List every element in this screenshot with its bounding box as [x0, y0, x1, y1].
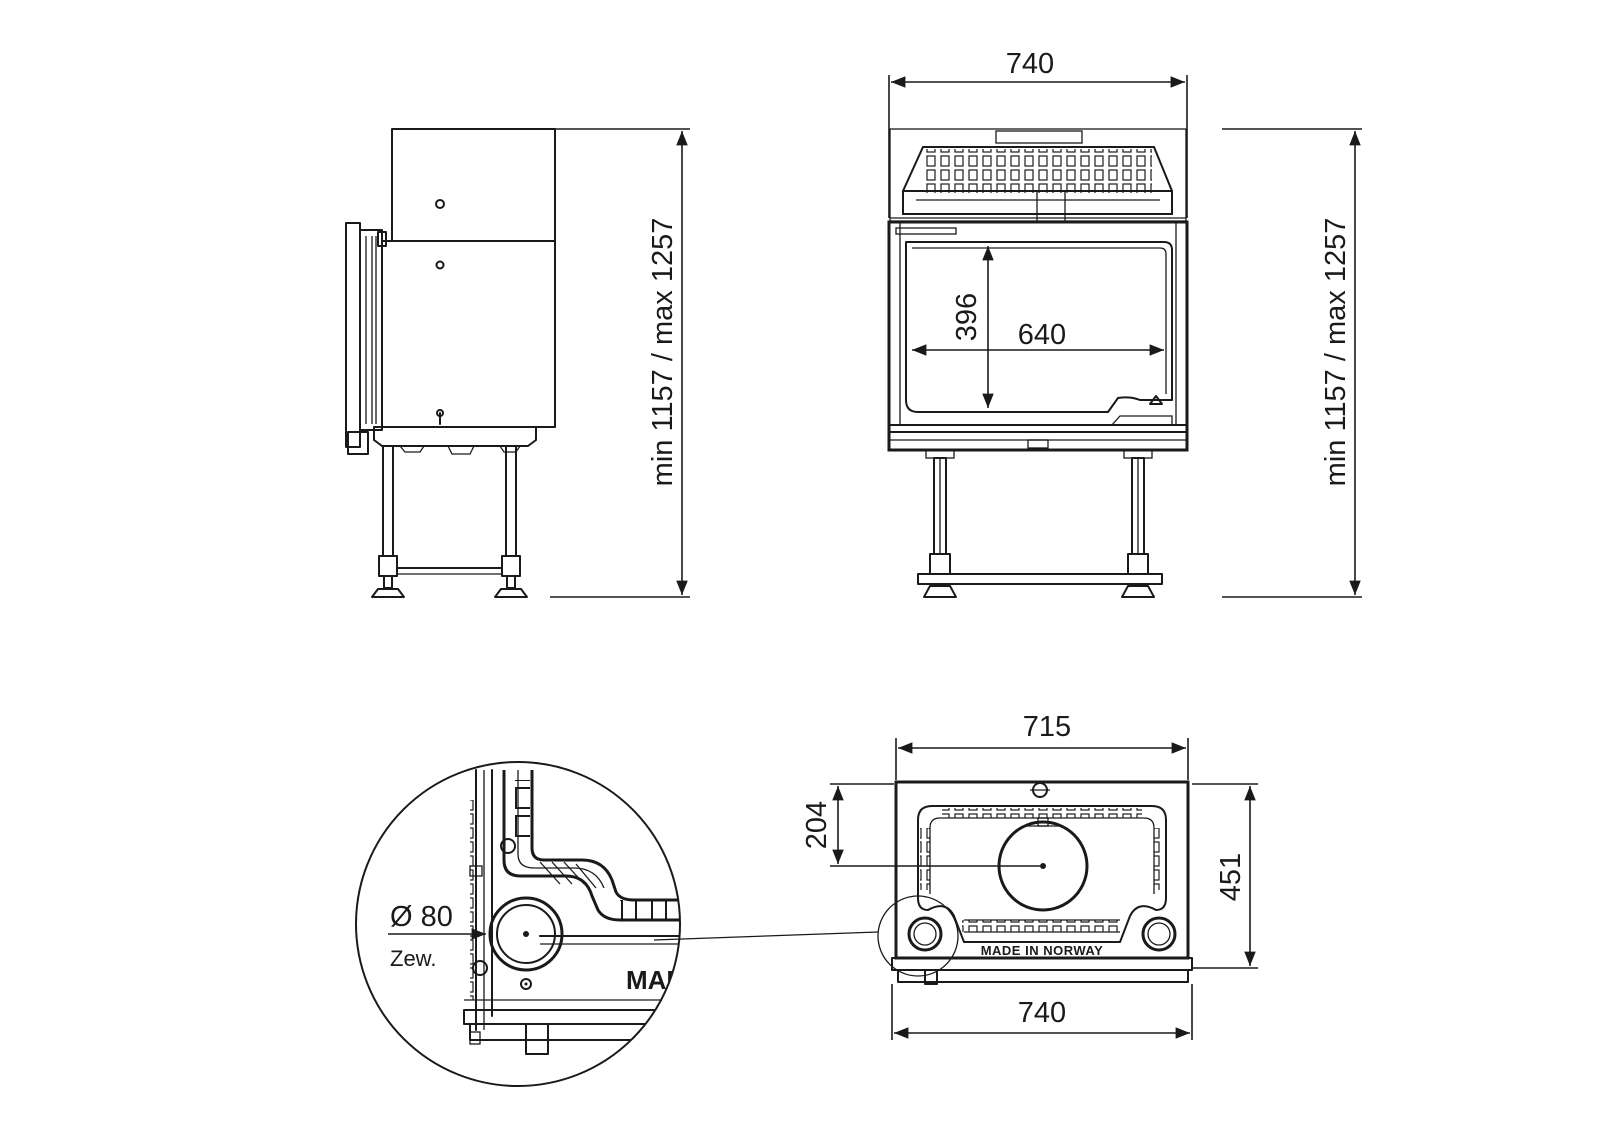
front-window-dimensions: 396 640 — [912, 245, 1164, 408]
front-width-dimension: 740 — [888, 48, 1188, 218]
detail-magnifier-circle — [355, 761, 681, 1087]
side-height-dimension: min 1157 / max 1257 — [550, 128, 690, 598]
front-view: 396 640 740 min 11 — [887, 48, 1362, 598]
top-width-label: 740 — [1018, 997, 1066, 1029]
window-width-label: 640 — [1018, 319, 1066, 351]
front-width-label: 740 — [1006, 48, 1054, 80]
top-depth-label: 715 — [1023, 711, 1071, 743]
top-flue-offset-label: 204 — [801, 801, 833, 849]
top-view: MADE IN NORWAY 715 204 451 740 — [653, 711, 1258, 1040]
window-height-label: 396 — [951, 293, 983, 341]
front-body — [887, 220, 1189, 452]
side-door-frame — [345, 222, 387, 455]
side-bolt — [435, 199, 445, 209]
top-made-in-norway-stamp: MADE IN NORWAY — [981, 943, 1104, 958]
top-air-inlet-right — [1141, 916, 1177, 952]
top-depth-dimension: 715 — [895, 711, 1189, 780]
top-total-depth-dimension: 451 — [1192, 783, 1258, 969]
detail-stamp-fragment: MAD — [626, 965, 685, 995]
side-view: min 1157 / max 1257 — [345, 128, 690, 598]
front-legs — [917, 449, 1163, 598]
top-width-dimension: 740 — [891, 984, 1193, 1040]
front-height-dimension: min 1157 / max 1257 — [1222, 128, 1362, 598]
side-base-plate — [373, 426, 537, 447]
top-firebox-ring — [917, 805, 1167, 943]
side-lower-casing — [381, 240, 556, 428]
front-glass-door — [905, 241, 1173, 413]
front-convection-top — [889, 128, 1187, 222]
front-height-label: min 1157 / max 1257 — [1320, 218, 1352, 487]
top-air-inlet-left — [907, 916, 943, 952]
top-total-depth-label: 451 — [1215, 853, 1247, 901]
detail-air-inlet — [488, 896, 564, 972]
top-flue-offset-dimension: 204 — [801, 783, 1040, 867]
side-height-label: min 1157 / max 1257 — [647, 218, 679, 487]
detail-view: MAD Ø 80 Zew. — [355, 761, 685, 1087]
side-upper-casing — [391, 128, 556, 242]
side-bolt — [435, 260, 445, 270]
detail-callout-circle — [877, 895, 959, 977]
side-legs — [371, 445, 528, 598]
detail-diameter-note: Zew. — [390, 946, 436, 971]
detail-diameter-label: Ø 80 — [390, 901, 453, 933]
